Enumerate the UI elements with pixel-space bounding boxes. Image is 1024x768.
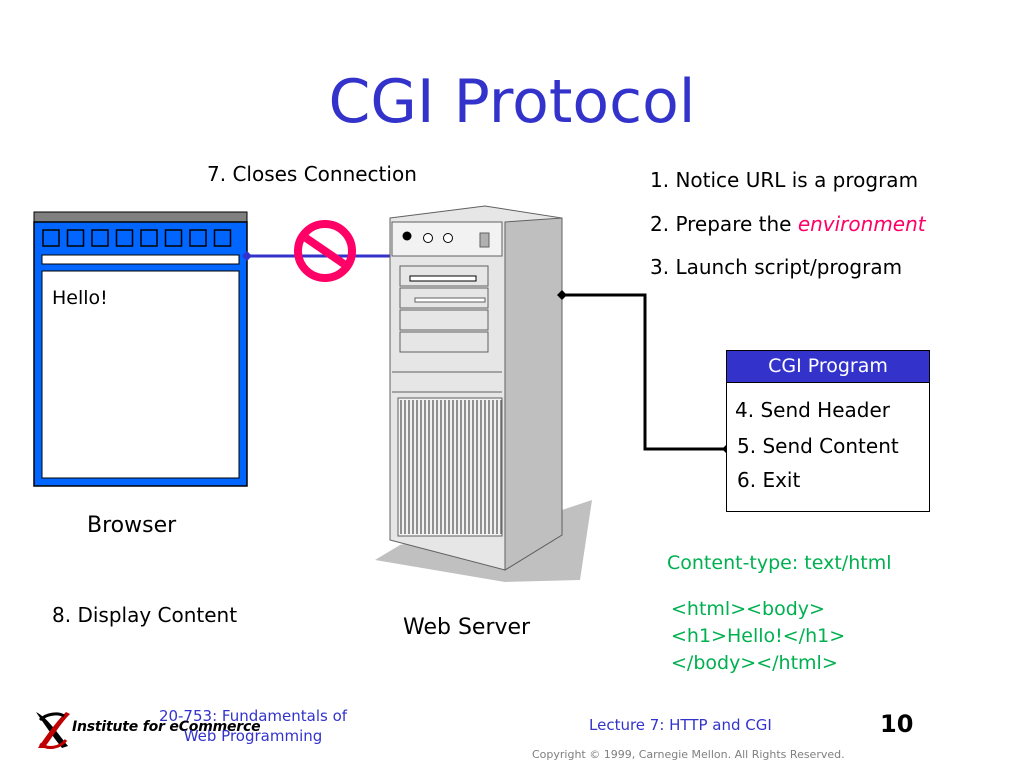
toolbar-square (42, 229, 60, 247)
closed-connection (242, 220, 399, 282)
cgi-step-5: 5. Send Content (737, 434, 899, 458)
cgi-step-4: 4. Send Header (735, 398, 890, 422)
no-symbol-icon (294, 220, 356, 282)
toolbar-square (189, 229, 207, 247)
browser-content-text: Hello! (52, 287, 108, 309)
toolbar-square (164, 229, 183, 247)
response-line-2: <h1>Hello!</h1> (671, 625, 846, 647)
status-led-icon (443, 233, 453, 243)
toolbar-square (66, 229, 85, 247)
toolbar-square (140, 229, 158, 247)
status-led-icon (423, 233, 433, 243)
lecture-title: Lecture 7: HTTP and CGI (589, 716, 772, 734)
server-drive-bays (392, 265, 502, 393)
browser-address-bar (41, 254, 240, 265)
institute-logo-icon (36, 712, 70, 749)
browser-window (33, 211, 248, 487)
drive-bay (399, 309, 489, 331)
connection-end-browser (242, 251, 252, 261)
server-vent-grille (397, 397, 503, 537)
drive-slot (414, 297, 486, 303)
step-1-label: 1. Notice URL is a program (650, 168, 919, 192)
response-line-3: </body></html> (671, 652, 838, 674)
step-2-label: 2. Prepare the environment (650, 212, 926, 236)
drive-bay (399, 331, 489, 353)
institute-name: Institute for eCommerce (72, 719, 261, 735)
cgi-program-title: CGI Program (726, 350, 930, 383)
connector-end-server (557, 290, 567, 300)
browser-title-bar (33, 211, 248, 223)
server-label: Web Server (403, 615, 531, 640)
power-led-icon (402, 231, 412, 241)
step-2-emphasis: environment (797, 212, 926, 236)
cgi-program-box: 4. Send Header 5. Send Content 6. Exit (726, 383, 930, 512)
response-line-1: <html><body> (671, 598, 825, 620)
content-type-header: Content-type: text/html (667, 552, 892, 574)
course-line-1: 20-753: Fundamentals of (158, 707, 348, 725)
copyright: Copyright © 1999, Carnegie Mellon. All R… (532, 748, 845, 761)
step-3-label: 3. Launch script/program (650, 255, 903, 279)
server-tower-icon (375, 205, 592, 582)
step-2-prefix: 2. Prepare the (650, 212, 798, 236)
course-name: 20-753: Fundamentals of Web Programming (0, 706, 506, 746)
cgi-step-6: 6. Exit (737, 468, 801, 492)
slide-title: CGI Protocol (328, 67, 696, 137)
browser-content-area (41, 270, 240, 479)
connector-line (562, 293, 727, 451)
server-side (504, 217, 563, 571)
toolbar-square (115, 229, 134, 247)
step-8-label: 8. Display Content (52, 603, 238, 627)
browser-label: Browser (87, 513, 177, 538)
drive-slot (409, 275, 477, 282)
course-line-2: Web Programming (183, 727, 323, 745)
step-7-label: 7. Closes Connection (207, 162, 417, 186)
browser-toolbar (42, 229, 232, 247)
toolbar-square (213, 229, 232, 247)
page-number: 10 (880, 710, 914, 738)
toolbar-square (91, 229, 109, 247)
server-button (479, 232, 490, 248)
cgi-connector (557, 290, 732, 454)
